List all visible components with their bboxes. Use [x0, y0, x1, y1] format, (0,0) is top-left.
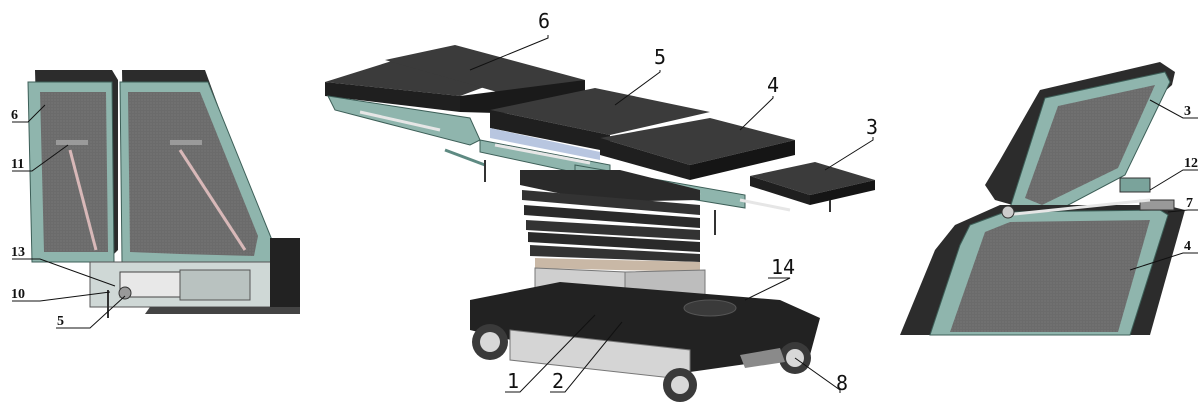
leader-center-5	[614, 70, 661, 106]
right-rail	[1004, 198, 1151, 217]
callout-center-2: 2	[552, 369, 564, 393]
leader-left-11	[12, 144, 69, 172]
callout-center-8: 8	[836, 371, 848, 395]
right-pivot	[1001, 205, 1015, 219]
center-view-illustration	[325, 45, 875, 402]
center-pad-4-end	[690, 140, 795, 180]
center-pad-5-top	[490, 88, 710, 135]
callout-left-5: 5	[57, 314, 64, 329]
callout-left-11: 11	[11, 157, 24, 172]
callout-right-12: 12	[1184, 156, 1198, 171]
right-callouts: 3 12 7 4	[1184, 104, 1198, 254]
center-pad-6b-top	[385, 45, 585, 100]
callout-center-6: 6	[538, 9, 550, 33]
callout-center-3: 3	[866, 115, 878, 139]
leader-left-6	[12, 104, 46, 123]
callout-center-1: 1	[507, 369, 519, 393]
leader-center-8	[794, 357, 841, 393]
left-knob	[118, 286, 132, 300]
center-pad-5-strip	[490, 128, 600, 160]
center-rail-3	[739, 198, 791, 212]
left-gear-box	[179, 269, 251, 301]
leader-right-4	[1129, 252, 1198, 271]
leader-right-12	[1149, 169, 1198, 191]
leader-left-5	[56, 295, 126, 329]
callout-center-5: 5	[654, 45, 666, 69]
left-bracket-1	[56, 140, 88, 145]
center-brake-lever	[740, 348, 785, 368]
center-rail-head	[359, 110, 441, 132]
center-pad-3-side	[750, 176, 810, 205]
center-pad-6-side	[325, 82, 460, 112]
callout-center-4: 4	[767, 73, 779, 97]
left-side-pad	[270, 238, 300, 308]
center-leaders	[469, 35, 874, 393]
callout-left-10: 10	[11, 287, 25, 302]
leader-center-6	[469, 35, 549, 71]
right-hinge	[1119, 177, 1151, 193]
leader-center-3	[824, 137, 874, 171]
center-rail-5	[494, 143, 591, 165]
center-bellows	[520, 170, 700, 262]
leader-center-4	[739, 96, 774, 131]
right-lock	[1139, 199, 1175, 211]
left-panel-1	[40, 92, 108, 252]
callout-left-6: 6	[11, 108, 18, 123]
callout-center-14: 14	[771, 255, 795, 279]
callout-right-7: 7	[1186, 196, 1193, 211]
leader-center-1	[505, 314, 596, 393]
center-pad-5-side	[490, 110, 610, 152]
center-column-ring	[535, 258, 700, 272]
left-gas-spring-2	[178, 149, 247, 251]
center-brace	[444, 148, 486, 167]
center-pad-4-top	[600, 118, 795, 165]
right-view-illustration	[900, 62, 1185, 336]
callout-right-4: 4	[1184, 239, 1191, 254]
leader-left-10	[12, 291, 111, 302]
right-leaders	[1129, 99, 1198, 271]
left-leaders	[12, 104, 126, 329]
left-panel-2	[128, 92, 258, 256]
right-panel-lower	[950, 220, 1150, 332]
left-callouts: 6 11 13 10 5	[11, 108, 64, 329]
center-pad-3-top	[750, 162, 875, 195]
left-gas-spring-1	[68, 149, 98, 251]
left-bracket-2	[170, 140, 202, 145]
callout-left-13: 13	[11, 245, 25, 260]
center-callouts: 6 5 4 3 14 1 2 8	[507, 9, 878, 395]
right-panel-upper	[1025, 85, 1155, 205]
left-base-plate	[145, 307, 300, 314]
center-base-pedal	[683, 299, 737, 317]
leader-right-7	[1167, 209, 1198, 213]
left-view-illustration	[27, 70, 300, 318]
leader-center-14	[744, 277, 791, 301]
center-pad-4-side	[600, 138, 690, 180]
leader-left-13	[12, 258, 116, 287]
callout-right-3: 3	[1184, 104, 1191, 119]
leader-center-2	[550, 321, 623, 393]
center-pad-3-end	[810, 180, 875, 205]
leader-right-3	[1149, 99, 1198, 119]
